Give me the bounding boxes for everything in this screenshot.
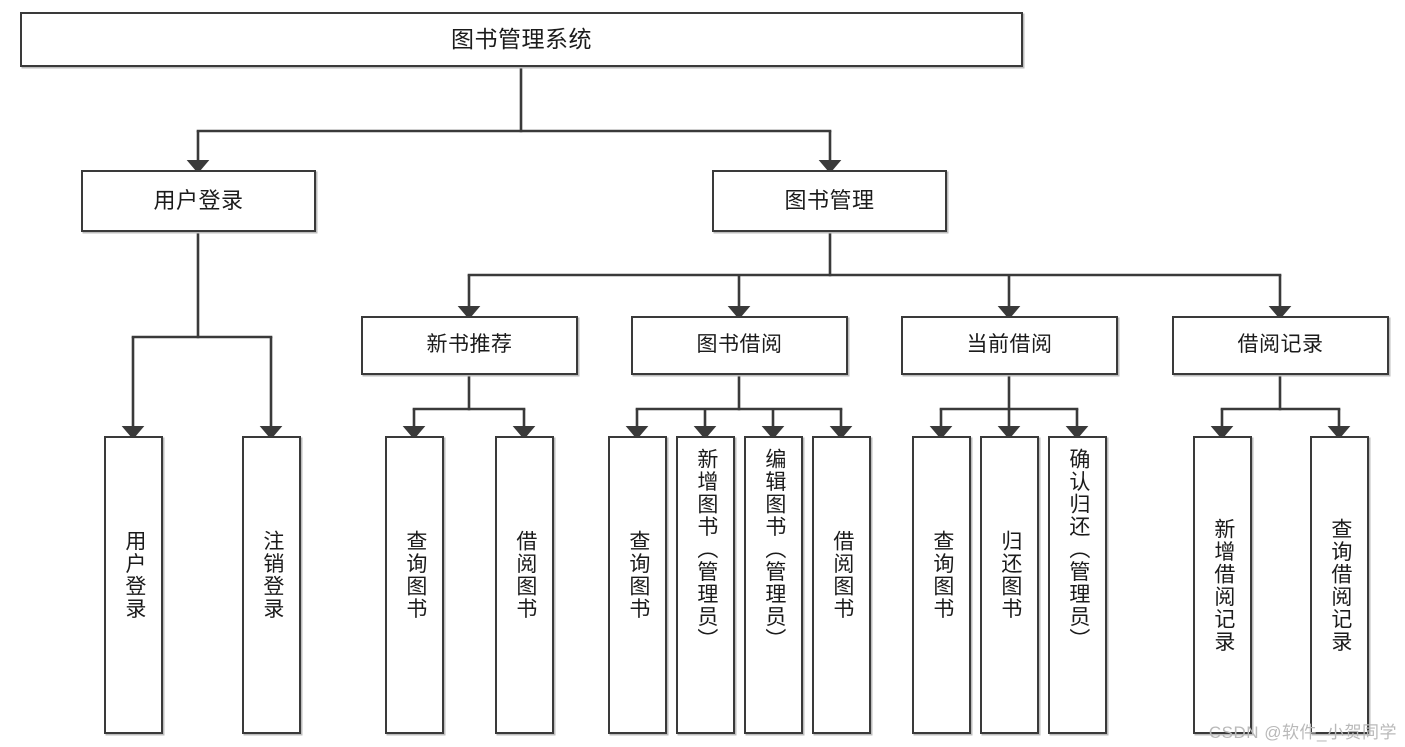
node-borrow-record[interactable]: 借阅记录 [1172,316,1389,375]
node-label: 图书借阅 [696,333,783,357]
node-label: 确认归还（管理员） [1066,448,1090,651]
leaf-new-book-query-book[interactable]: 查询图书 [385,436,444,734]
leaf-current-borrow-confirm-return-admin[interactable]: 确认归还（管理员） [1048,436,1107,734]
node-label: 用户登录 [122,530,146,620]
leaf-user-login-login[interactable]: 用户登录 [104,436,163,734]
leaf-current-borrow-return-book[interactable]: 归还图书 [980,436,1039,734]
leaf-book-borrow-borrow-book[interactable]: 借阅图书 [812,436,871,734]
node-label: 新增借阅记录 [1211,518,1235,653]
node-root-book-management-system[interactable]: 图书管理系统 [20,12,1023,67]
node-label: 借阅图书 [830,530,854,620]
node-label: 查询图书 [403,530,427,620]
leaf-book-borrow-edit-book-admin[interactable]: 编辑图书（管理员） [744,436,803,734]
node-label: 查询图书 [626,530,650,620]
leaf-borrow-record-query-record[interactable]: 查询借阅记录 [1310,436,1369,734]
node-new-book-recommend[interactable]: 新书推荐 [361,316,578,375]
node-label: 当前借阅 [966,333,1053,357]
node-label: 查询借阅记录 [1328,518,1352,653]
node-book-borrow[interactable]: 图书借阅 [631,316,848,375]
node-label: 用户登录 [153,188,244,214]
node-label: 图书管理系统 [451,26,592,53]
leaf-current-borrow-query-book[interactable]: 查询图书 [912,436,971,734]
leaf-new-book-borrow-book[interactable]: 借阅图书 [495,436,554,734]
leaf-book-borrow-query-book[interactable]: 查询图书 [608,436,667,734]
node-label: 图书管理 [784,188,875,214]
node-user-login[interactable]: 用户登录 [81,170,316,232]
node-label: 编辑图书（管理员） [762,448,786,651]
node-label: 借阅记录 [1237,333,1324,357]
node-book-management[interactable]: 图书管理 [712,170,947,232]
leaf-book-borrow-add-book-admin[interactable]: 新增图书（管理员） [676,436,735,734]
node-label: 新书推荐 [426,333,513,357]
node-label: 借阅图书 [513,530,537,620]
node-label: 查询图书 [930,530,954,620]
node-current-borrow[interactable]: 当前借阅 [901,316,1118,375]
node-label: 新增图书（管理员） [694,448,718,651]
leaf-user-login-logout[interactable]: 注销登录 [242,436,301,734]
node-label: 归还图书 [998,530,1022,620]
node-label: 注销登录 [260,530,284,620]
leaf-borrow-record-add-record[interactable]: 新增借阅记录 [1193,436,1252,734]
